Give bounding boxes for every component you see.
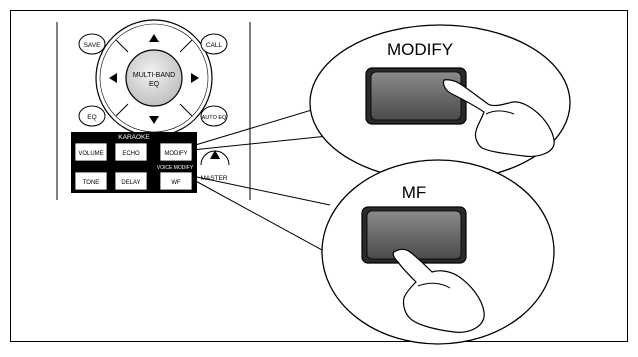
mf-callout: MF <box>321 159 555 345</box>
voice-modify-header: VOICE MODIFY <box>157 165 194 171</box>
down-arrow-icon[interactable] <box>149 116 159 124</box>
wf-label: WF <box>171 180 181 186</box>
modify-leader-line-1 <box>191 105 326 147</box>
pointing-hand-icon-2 <box>392 248 485 333</box>
tone-button[interactable]: TONE <box>74 171 108 191</box>
mf-leader-line-2 <box>191 178 345 263</box>
wf-button[interactable]: WF <box>159 171 193 191</box>
multiband-label-line2: EQ <box>149 81 160 88</box>
modify-leader-line-2 <box>191 135 329 151</box>
master-label: MASTER <box>200 175 227 182</box>
modify-button[interactable]: MODIFY <box>159 142 193 162</box>
eq-label: EQ <box>87 114 96 121</box>
call-button[interactable]: CALL <box>200 33 228 55</box>
modify-callout-button <box>365 67 467 125</box>
hand-fold-line-2 <box>417 282 451 289</box>
save-button[interactable]: SAVE <box>78 33 106 55</box>
mf-callout-button <box>361 206 467 264</box>
auto-eq-label: AUTO EQ <box>202 115 227 121</box>
eq-button[interactable]: EQ <box>78 105 106 127</box>
call-label: CALL <box>206 42 223 49</box>
delay-button[interactable]: DELAY <box>114 171 148 191</box>
echo-label: ECHO <box>122 151 140 157</box>
karaoke-header: KARAOKE <box>118 134 150 141</box>
multiband-eq-button[interactable]: MULTI-BAND EQ <box>125 49 183 107</box>
delay-label: DELAY <box>121 180 140 186</box>
multiband-label-line1: MULTI-BAND <box>133 72 175 79</box>
modify-label: MODIFY <box>164 151 187 157</box>
outer-frame <box>10 10 628 342</box>
save-label: SAVE <box>84 42 102 49</box>
master-button[interactable] <box>200 150 230 166</box>
mf-leader-line-1 <box>191 175 331 206</box>
left-arrow-icon[interactable] <box>109 73 117 83</box>
mf-callout-label: MF <box>402 183 427 202</box>
master-up-arrow-icon <box>210 150 220 159</box>
modify-callout: MODIFY <box>309 24 571 182</box>
modify-callout-label: MODIFY <box>387 40 453 59</box>
pointing-hand-icon <box>442 79 555 157</box>
auto-eq-button[interactable]: AUTO EQ <box>200 105 228 127</box>
echo-button[interactable]: ECHO <box>114 142 148 162</box>
volume-label: VOLUME <box>78 151 103 157</box>
right-arrow-icon[interactable] <box>191 73 199 83</box>
hand-fold-line <box>485 110 515 115</box>
tone-label: TONE <box>83 180 100 186</box>
up-arrow-icon[interactable] <box>149 34 159 42</box>
volume-button[interactable]: VOLUME <box>74 142 108 162</box>
